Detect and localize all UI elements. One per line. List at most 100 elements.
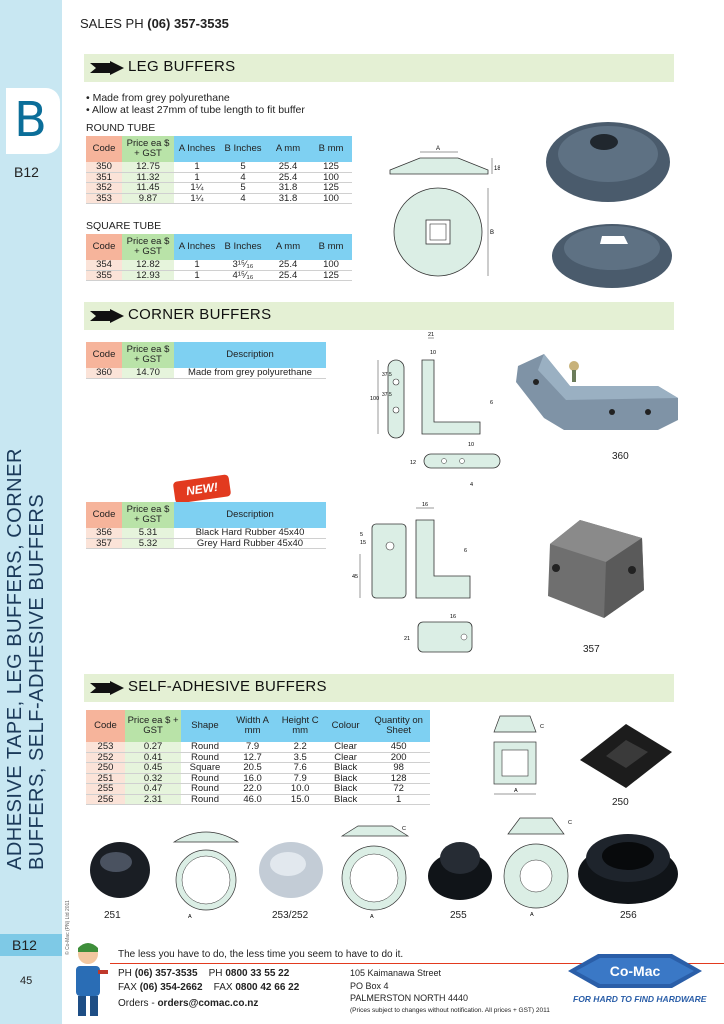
table-cell: 125	[310, 270, 352, 281]
col-a-mm: A mm	[266, 234, 310, 260]
col-height: Height C mm	[276, 710, 324, 742]
corner-buffers-header: CORNER BUFFERS	[84, 302, 674, 330]
dim-label: 100	[370, 396, 379, 402]
address-line: PO Box 4	[350, 981, 389, 991]
col-width: Width A mm	[228, 710, 277, 742]
col-code: Code	[86, 342, 122, 368]
col-price: Price ea $ + GST	[122, 136, 174, 162]
comac-logo[interactable]: Co-Mac	[568, 952, 702, 990]
table-cell: 25.4	[266, 260, 310, 271]
dim-label: 16	[422, 502, 428, 508]
table-cell: Clear	[323, 742, 368, 753]
ph-label: PH	[208, 968, 223, 979]
table-cell: Grey Hard Rubber 45x40	[174, 538, 326, 549]
footer-phone-row: PH (06) 357-3535 PH 0800 33 55 22	[118, 968, 289, 979]
table-cell: 125	[310, 182, 352, 194]
footer-orders-row: Orders - orders@comac.co.nz	[118, 998, 258, 1009]
col-price: Price ea $ + GST	[124, 710, 182, 742]
dim-label: 6	[464, 548, 467, 554]
price-note: (Prices subject to changes without notif…	[350, 1007, 550, 1014]
table-cell: 200	[367, 752, 430, 763]
table-header-row: Code Price ea $ + GST A Inches B Inches …	[86, 136, 352, 162]
buffer-255-photo	[428, 842, 492, 900]
col-b-inches: B Inches	[220, 136, 266, 162]
dim-a-label: A	[436, 146, 440, 152]
table-cell: 31.8	[266, 193, 310, 204]
dim-label: 12	[410, 460, 416, 466]
table-cell: 356	[86, 528, 122, 539]
table-cell: 100	[310, 260, 352, 271]
section-title: LEG BUFFERS	[128, 58, 236, 75]
table-cell: Round	[181, 794, 229, 805]
corner-buffer-357-photo	[548, 520, 644, 618]
table-cell: Black	[323, 794, 368, 805]
dim-label: 5	[360, 532, 363, 538]
table-cell: 5	[220, 162, 266, 173]
table-cell: 16.0	[228, 773, 277, 784]
dim-h-label: 18	[494, 166, 500, 172]
page-code-top: B12	[14, 164, 39, 180]
table-cell: 2.31	[124, 794, 182, 805]
leg-buffer-drawing: A 18 B	[389, 146, 500, 277]
table-cell: Square	[181, 762, 229, 774]
dim-b-label: B	[490, 230, 494, 236]
table-cell: 357	[86, 538, 122, 549]
table-header-row: Code Price ea $ + GST A Inches B Inches …	[86, 234, 352, 260]
fax-label: FAX	[118, 982, 137, 993]
table-cell: Round	[181, 742, 229, 753]
dim-label: 37.5	[382, 372, 392, 378]
table-cell: 7.6	[276, 762, 324, 774]
table-cell: 256	[86, 794, 125, 805]
table-cell: Round	[181, 773, 229, 784]
buffer-251-photo	[90, 842, 150, 898]
address-line: 105 Kaimanawa Street	[350, 968, 442, 978]
col-code: Code	[86, 136, 122, 162]
table-cell: 100	[310, 193, 352, 204]
footer-fax[interactable]: (06) 354-2662	[139, 982, 203, 993]
col-a-inches: A Inches	[174, 234, 220, 260]
table-cell: 25.4	[266, 172, 310, 183]
dim-label: A	[530, 912, 534, 918]
table-cell: 5.31	[122, 528, 174, 539]
square-tube-table: Code Price ea $ + GST A Inches B Inches …	[86, 234, 352, 281]
table-cell: 9.87	[122, 193, 174, 204]
section-title: CORNER BUFFERS	[128, 306, 272, 323]
table-cell: 12.7	[228, 752, 277, 763]
col-colour: Colour	[323, 710, 368, 742]
footer-freefax[interactable]: 0800 42 66 22	[235, 982, 300, 993]
table-cell: 4	[220, 193, 266, 204]
dim-label: 37.5	[382, 392, 392, 398]
orders-email-link[interactable]: orders@comac.co.nz	[157, 998, 259, 1009]
table-cell: 1	[174, 260, 220, 271]
table-cell: 22.0	[228, 783, 277, 795]
table-cell: 352	[86, 182, 122, 194]
col-a-inches: A Inches	[174, 136, 220, 162]
dim-label: 21	[404, 636, 410, 642]
table-cell: 7.9	[276, 773, 324, 784]
address-line: PALMERSTON NORTH 4440	[350, 993, 469, 1003]
table-cell: Black	[323, 783, 368, 795]
table-cell: Clear	[323, 752, 368, 763]
footer-phone[interactable]: (06) 357-3535	[134, 968, 198, 979]
dim-label: 10	[468, 442, 474, 448]
buffer-253-drawing: C A	[340, 825, 410, 920]
table-cell: 3.5	[276, 752, 324, 763]
dim-label: 4	[470, 482, 473, 488]
dim-label: C	[540, 724, 544, 730]
section-arrow-icon	[90, 61, 124, 75]
table-cell: 0.45	[124, 762, 182, 774]
sales-phone-number[interactable]: (06) 357-3535	[147, 16, 229, 31]
footer-freephone[interactable]: 0800 33 55 22	[225, 968, 290, 979]
table-cell: 20.5	[228, 762, 277, 774]
table-cell: Black Hard Rubber 45x40	[174, 528, 326, 539]
sales-phone: SALES PH (06) 357-3535	[80, 16, 229, 31]
leg-buffer-round-photo	[546, 122, 670, 202]
buffer-253-252-photo	[259, 842, 323, 898]
table-cell: 128	[367, 773, 430, 784]
photo-label-251: 251	[104, 910, 121, 921]
